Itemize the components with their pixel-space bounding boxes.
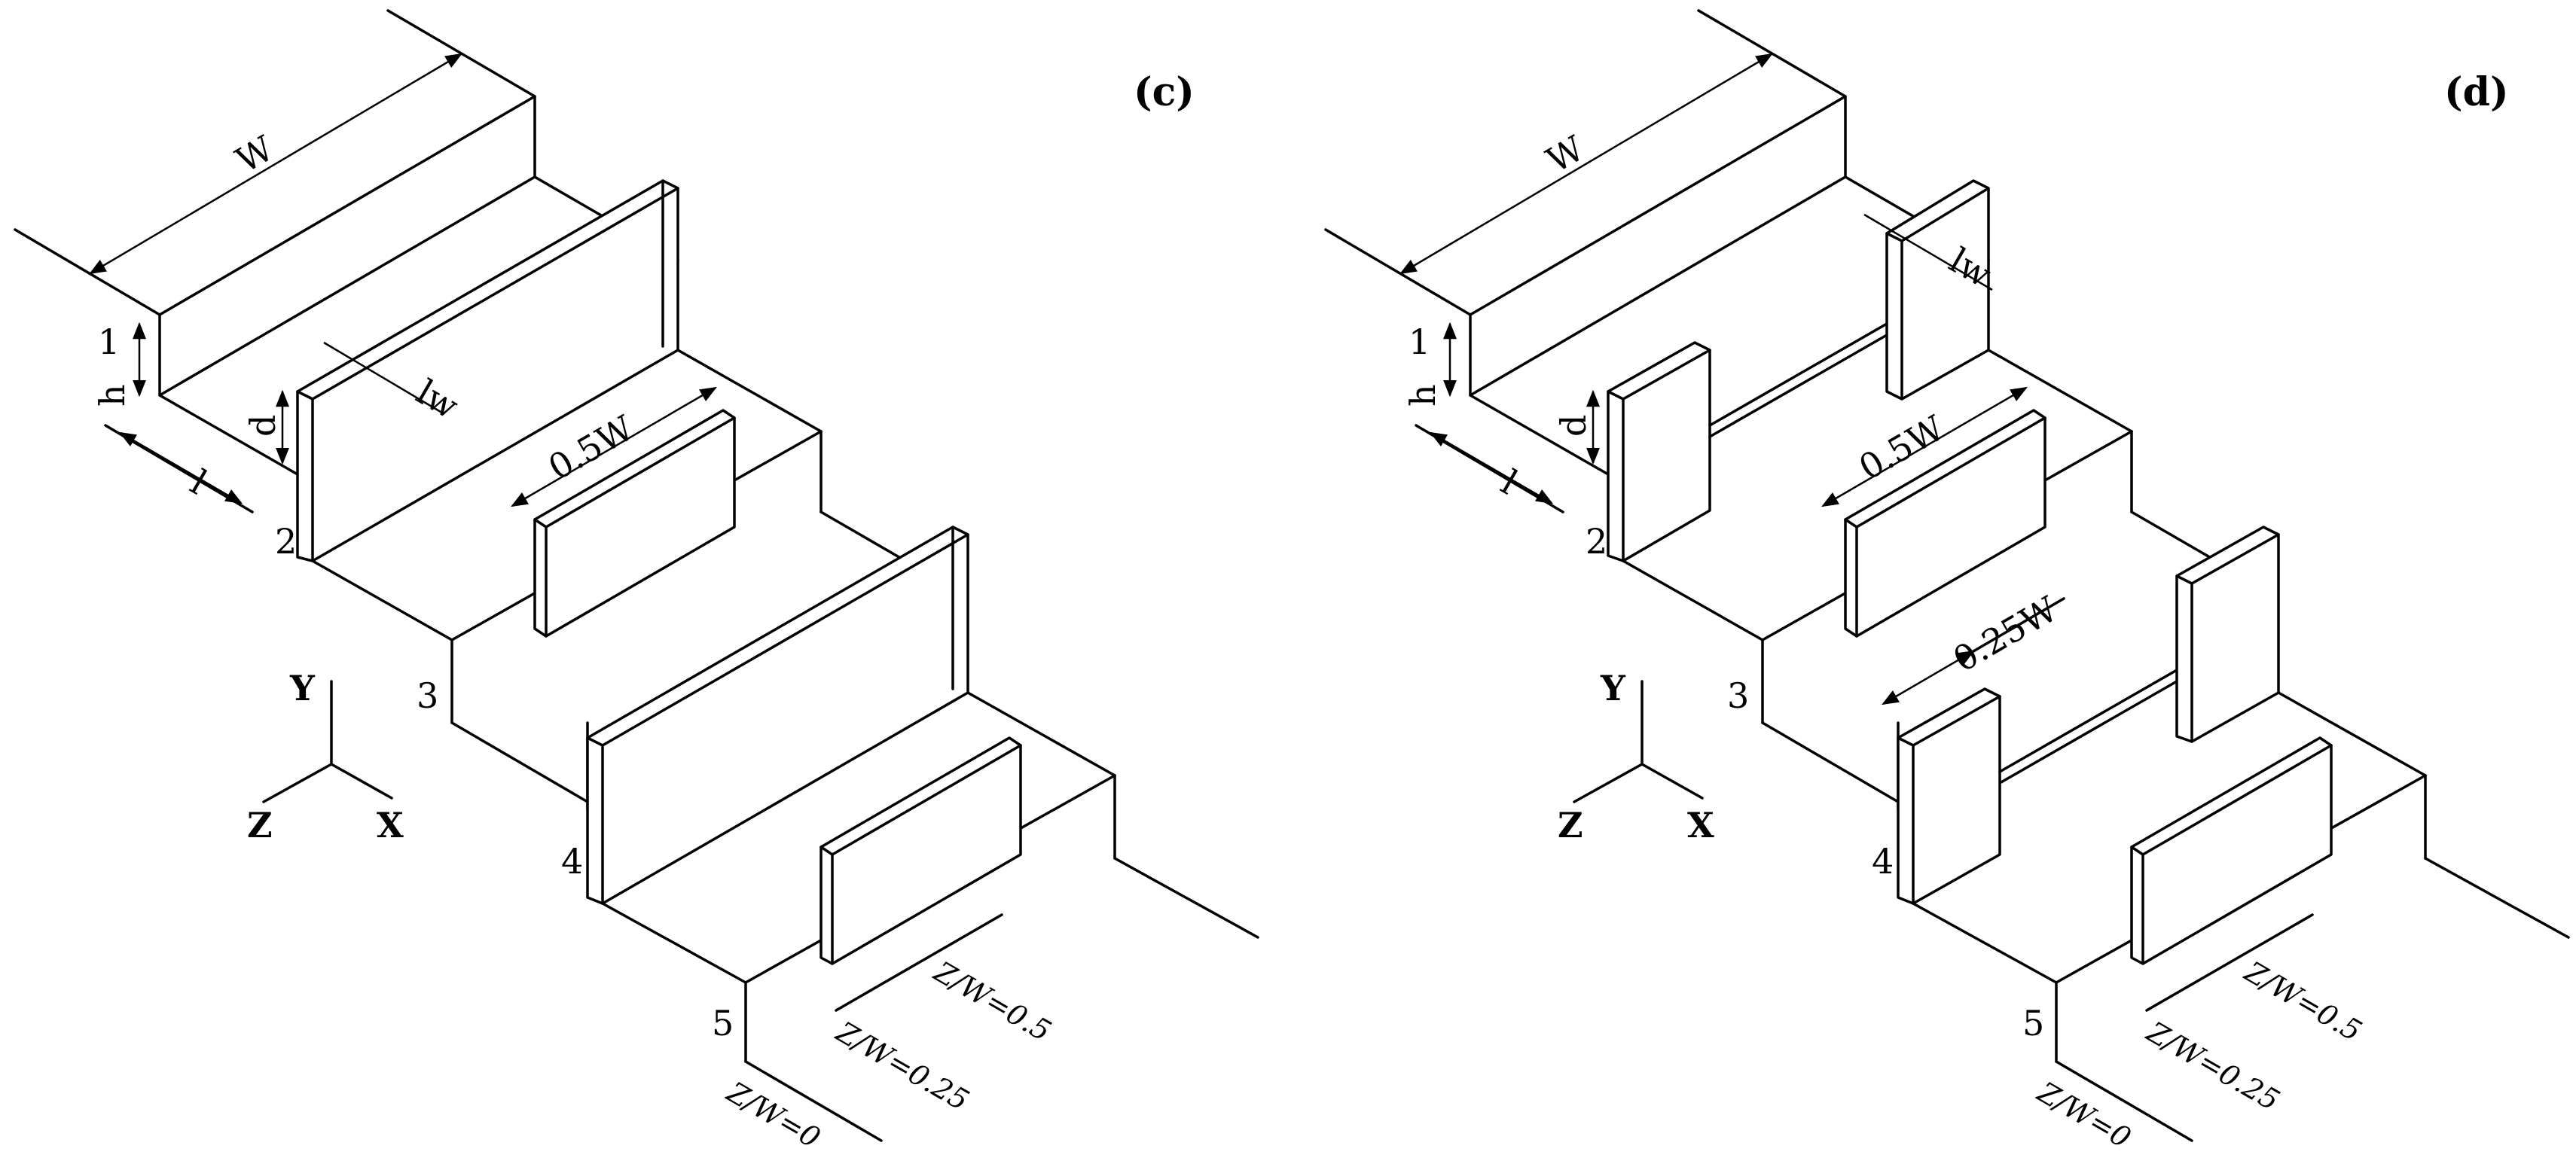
y-axis-label: Y	[1600, 668, 1626, 708]
plane-label-025: Z/W=0.25	[830, 1015, 974, 1117]
split-rib-1	[1607, 179, 1990, 562]
step-4	[1912, 691, 2427, 1063]
l-label: l	[184, 462, 214, 502]
plane-label-05: Z/W=0.5	[928, 955, 1057, 1048]
l-label: l	[1494, 462, 1525, 502]
d-label: d	[1553, 415, 1594, 437]
step-5	[2055, 857, 2570, 1142]
full-rib-1	[296, 179, 679, 562]
d-label: d	[243, 415, 283, 437]
step-3-label: 3	[417, 675, 438, 716]
step-1-label: 1	[98, 321, 120, 362]
panel-label: (d)	[2444, 69, 2509, 115]
step-3-label: 3	[1727, 675, 1749, 716]
plane-label-025: Z/W=0.25	[2141, 1015, 2285, 1117]
step-2-label: 2	[275, 521, 297, 562]
h-label: h	[92, 384, 133, 407]
panel-d: (d) W	[1324, 9, 2570, 1155]
step-5	[744, 857, 1259, 1142]
step-2-label: 2	[1586, 521, 1607, 562]
x-axis-label: X	[1687, 805, 1714, 846]
step-5-label: 5	[712, 1003, 734, 1044]
step-1-label: 1	[1409, 321, 1430, 362]
plane-label-0: Z/W=0	[2031, 1075, 2136, 1155]
quarter-width-label: 0.25W	[1946, 588, 2065, 680]
plane-label-0: Z/W=0	[721, 1075, 826, 1155]
h-label: h	[1402, 384, 1443, 407]
z-axis-label: Z	[1558, 805, 1583, 846]
step-4-label: 4	[1872, 841, 1894, 882]
z-axis-label: Z	[247, 805, 273, 846]
step-4-label: 4	[561, 841, 583, 882]
panel-c: (c) W	[14, 9, 1259, 1155]
plane-label-05: Z/W=0.5	[2239, 955, 2367, 1048]
panel-label: (c)	[1134, 69, 1195, 115]
y-axis-label: Y	[289, 668, 316, 708]
width-label: W	[229, 127, 281, 181]
step-5-label: 5	[2022, 1003, 2044, 1044]
axis-triad: Y Z X	[247, 668, 404, 846]
axis-triad: Y Z X	[1558, 668, 1714, 846]
width-label: W	[1540, 127, 1592, 181]
step-4	[601, 691, 1116, 1063]
x-axis-label: X	[377, 805, 404, 846]
